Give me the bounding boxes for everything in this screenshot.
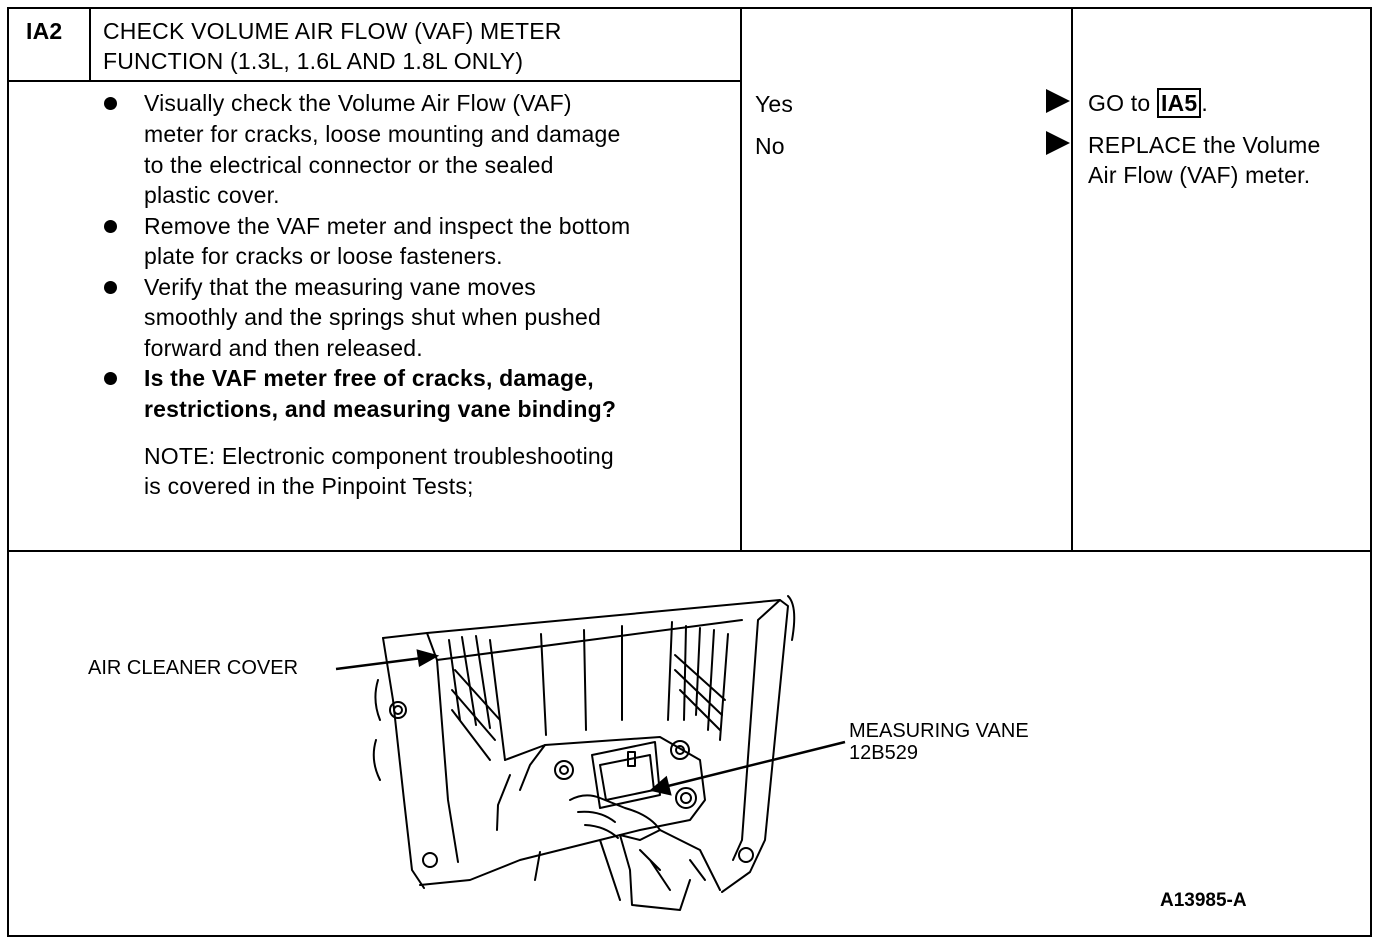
bullet-2-line-1: Remove the VAF meter and inspect the bot… bbox=[144, 213, 631, 239]
title-bottom-rule bbox=[7, 80, 741, 82]
arrow-right-icon bbox=[1046, 131, 1070, 155]
bullet-3-line-3: forward and then released. bbox=[144, 335, 423, 361]
result-no-label: No bbox=[755, 133, 785, 159]
bullet-icon bbox=[104, 97, 117, 110]
leader-line bbox=[667, 740, 846, 788]
question-line-1: Is the VAF meter free of cracks, damage, bbox=[144, 365, 594, 391]
callout-measuring-vane: MEASURING VANE bbox=[849, 720, 1029, 742]
test-result-divider bbox=[740, 7, 742, 552]
table-border-top bbox=[7, 7, 1372, 9]
note-line-2: is covered in the Pinpoint Tests; bbox=[144, 473, 474, 499]
arrow-right-icon bbox=[1046, 89, 1070, 113]
arrowhead-icon bbox=[649, 775, 672, 796]
bullet-icon bbox=[104, 372, 117, 385]
result-no-action-line-1: REPLACE the Volume bbox=[1088, 132, 1321, 158]
leader-line bbox=[335, 656, 423, 671]
action-prefix: GO to bbox=[1088, 90, 1157, 116]
callout-measuring-vane-part: 12B529 bbox=[849, 742, 918, 764]
bullet-icon bbox=[104, 281, 117, 294]
bullet-1-line-4: plastic cover. bbox=[144, 182, 280, 208]
action-suffix: . bbox=[1201, 90, 1208, 116]
bullet-1-line-2: meter for cracks, loose mounting and dam… bbox=[144, 121, 621, 147]
bullet-2-line-2: plate for cracks or loose fasteners. bbox=[144, 243, 503, 269]
bullet-icon bbox=[104, 220, 117, 233]
step-title-line-2: FUNCTION (1.3L, 1.6L AND 1.8L ONLY) bbox=[103, 48, 524, 74]
step-id-divider bbox=[89, 7, 91, 80]
table-border-left bbox=[7, 7, 9, 937]
result-no-action-line-2: Air Flow (VAF) meter. bbox=[1088, 162, 1311, 188]
table-border-right bbox=[1370, 7, 1372, 937]
result-yes-action[interactable]: GO to IA5. bbox=[1088, 88, 1208, 119]
bullet-3-line-1: Verify that the measuring vane moves bbox=[144, 274, 537, 300]
step-title-line-1: CHECK VOLUME AIR FLOW (VAF) METER bbox=[103, 18, 562, 44]
vaf-meter-body bbox=[419, 736, 706, 886]
question-line-2: restrictions, and measuring vane binding… bbox=[144, 396, 617, 422]
note-line-1: NOTE: Electronic component troubleshooti… bbox=[144, 443, 614, 469]
figure-id: A13985-A bbox=[1160, 890, 1247, 911]
step-id: IA2 bbox=[26, 18, 63, 44]
result-yes-label: Yes bbox=[755, 91, 794, 117]
bullet-1-line-1: Visually check the Volume Air Flow (VAF) bbox=[144, 90, 572, 116]
step-reference-link[interactable]: IA5 bbox=[1156, 88, 1202, 118]
result-action-divider bbox=[1071, 7, 1073, 552]
measuring-vane bbox=[591, 741, 661, 809]
bullet-3-line-2: smoothly and the springs shut when pushe… bbox=[144, 304, 601, 330]
bullet-1-line-3: to the electrical connector or the seale… bbox=[144, 152, 554, 178]
arrowhead-icon bbox=[416, 649, 440, 667]
callout-air-cleaner-cover: AIR CLEANER COVER bbox=[88, 657, 299, 679]
table-border-bottom bbox=[7, 935, 1372, 937]
hand bbox=[569, 794, 661, 841]
figure-top-rule bbox=[7, 550, 1372, 552]
